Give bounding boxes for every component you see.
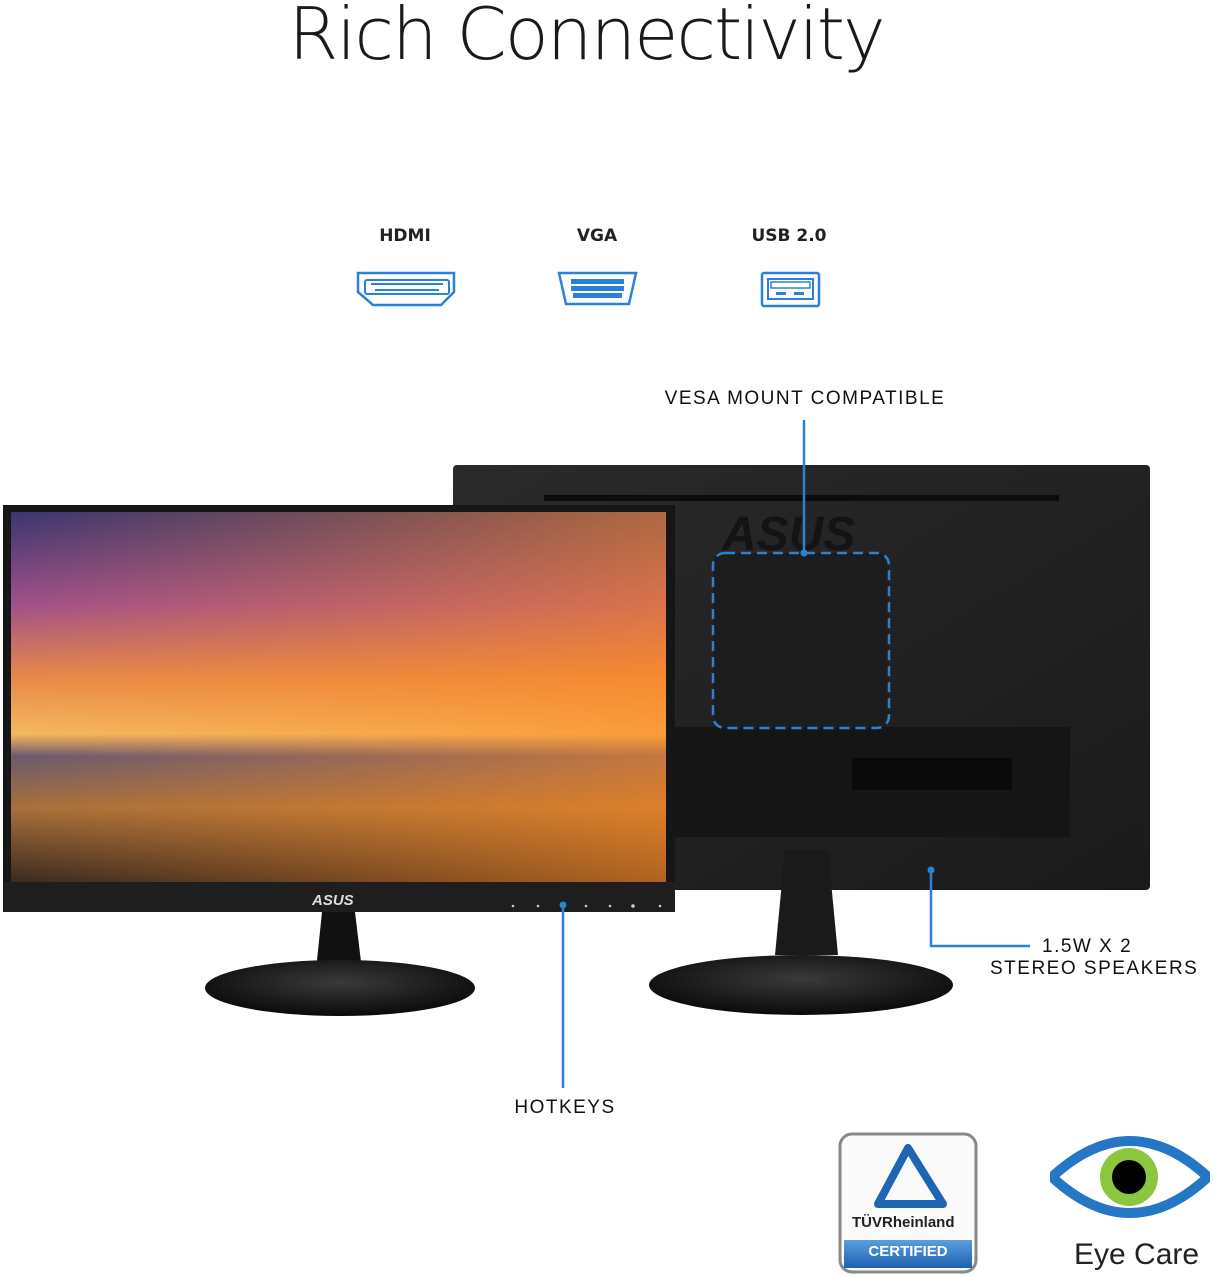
tuv-rheinland-badge: TÜVRheinland CERTIFIED: [838, 1132, 978, 1274]
asus-front-logo: ASUS: [311, 892, 354, 909]
speakers-callout-line2: STEREO SPEAKERS: [990, 958, 1199, 979]
monitor-front-view: ASUS: [3, 505, 675, 1016]
hdmi-port-icon: [356, 271, 456, 307]
vga-label: VGA: [576, 226, 618, 246]
usb-port-icon: [760, 271, 821, 308]
page-title: Rich Connectivity: [288, 0, 885, 76]
usb-label: USB 2.0: [751, 226, 827, 246]
speakers-callout-line1: 1.5W X 2: [1042, 936, 1133, 957]
hdmi-label: HDMI: [379, 226, 431, 246]
hotkey-buttons: [511, 904, 662, 908]
vesa-callout-label: VESA MOUNT COMPATIBLE: [664, 388, 946, 409]
eye-care-icon: [1050, 1136, 1210, 1218]
eye-care-label: Eye Care: [1074, 1238, 1200, 1271]
vesa-mount-area: [711, 551, 891, 730]
hotkeys-callout-label: HOTKEYS: [514, 1097, 616, 1118]
tuv-triangle-icon: [838, 1132, 978, 1274]
vga-port-icon: [557, 271, 638, 306]
tuv-certified-text: CERTIFIED: [868, 1243, 948, 1260]
tuv-brand-text: TÜVRheinland: [852, 1214, 955, 1231]
